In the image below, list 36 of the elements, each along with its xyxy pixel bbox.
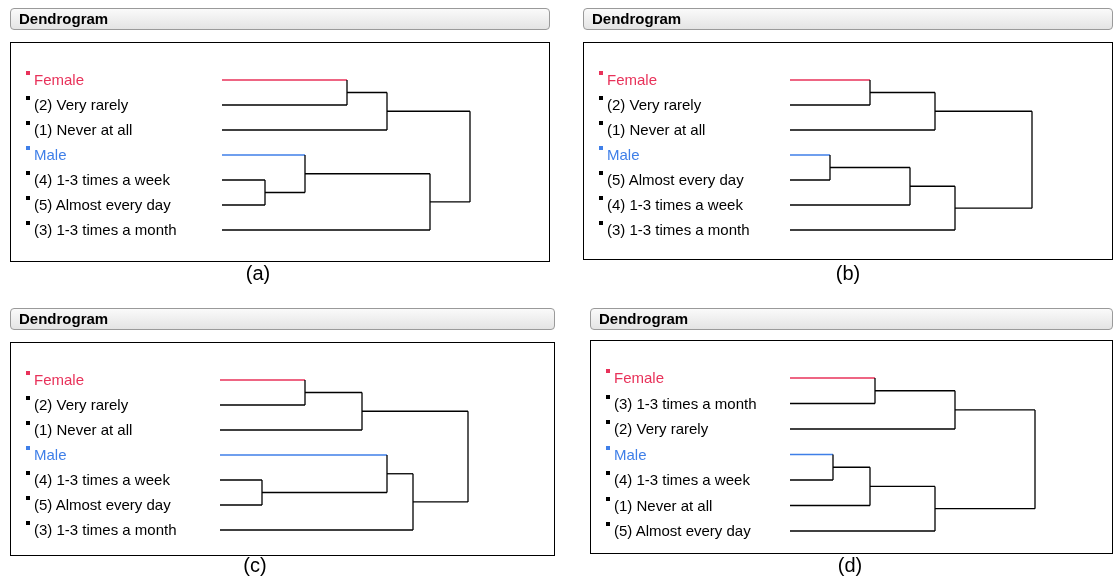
leaf-label: (2) Very rarely [607,96,702,114]
leaf-label: Female [607,71,658,89]
leaf-label: (1) Never at all [34,121,133,139]
panel-caption: (c) [243,554,267,577]
leaf-label: (3) 1-3 times a month [34,521,177,539]
leaf-label: (2) Very rarely [34,396,129,414]
panel-header: Dendrogram [10,308,555,330]
leaf-label: (2) Very rarely [34,96,129,114]
leaf-label: Male [34,446,67,464]
leaf-label: (3) 1-3 times a month [607,221,750,239]
leaf-label: (1) Never at all [614,496,713,515]
leaf-label: (2) Very rarely [614,420,709,438]
leaf-label: Female [614,369,665,387]
leaf-label: Male [614,445,647,464]
leaf-label: (4) 1-3 times a week [607,196,743,214]
leaf-label: Female [34,371,85,389]
leaf-label: (5) Almost every day [34,196,171,214]
leaf-label: Male [607,146,640,164]
leaf-label: Male [34,146,67,164]
leaf-label: (3) 1-3 times a month [614,394,757,413]
leaf-label: (1) Never at all [607,121,706,139]
panel-header: Dendrogram [10,8,550,30]
leaf-label: Female [34,71,85,89]
leaf-label: (3) 1-3 times a month [34,221,177,239]
leaf-label: (4) 1-3 times a week [34,171,170,189]
leaf-label: (5) Almost every day [34,496,171,514]
panel-header: Dendrogram [590,308,1113,330]
panel-caption: (a) [245,262,271,285]
leaf-label: (1) Never at all [34,421,133,439]
panel-caption: (b) [835,262,861,285]
leaf-label: (4) 1-3 times a week [614,471,750,489]
panel-caption: (d) [837,554,863,577]
leaf-label: (4) 1-3 times a week [34,471,170,489]
panel-header: Dendrogram [583,8,1113,30]
leaf-label: (5) Almost every day [614,522,751,540]
leaf-label: (5) Almost every day [607,171,744,189]
